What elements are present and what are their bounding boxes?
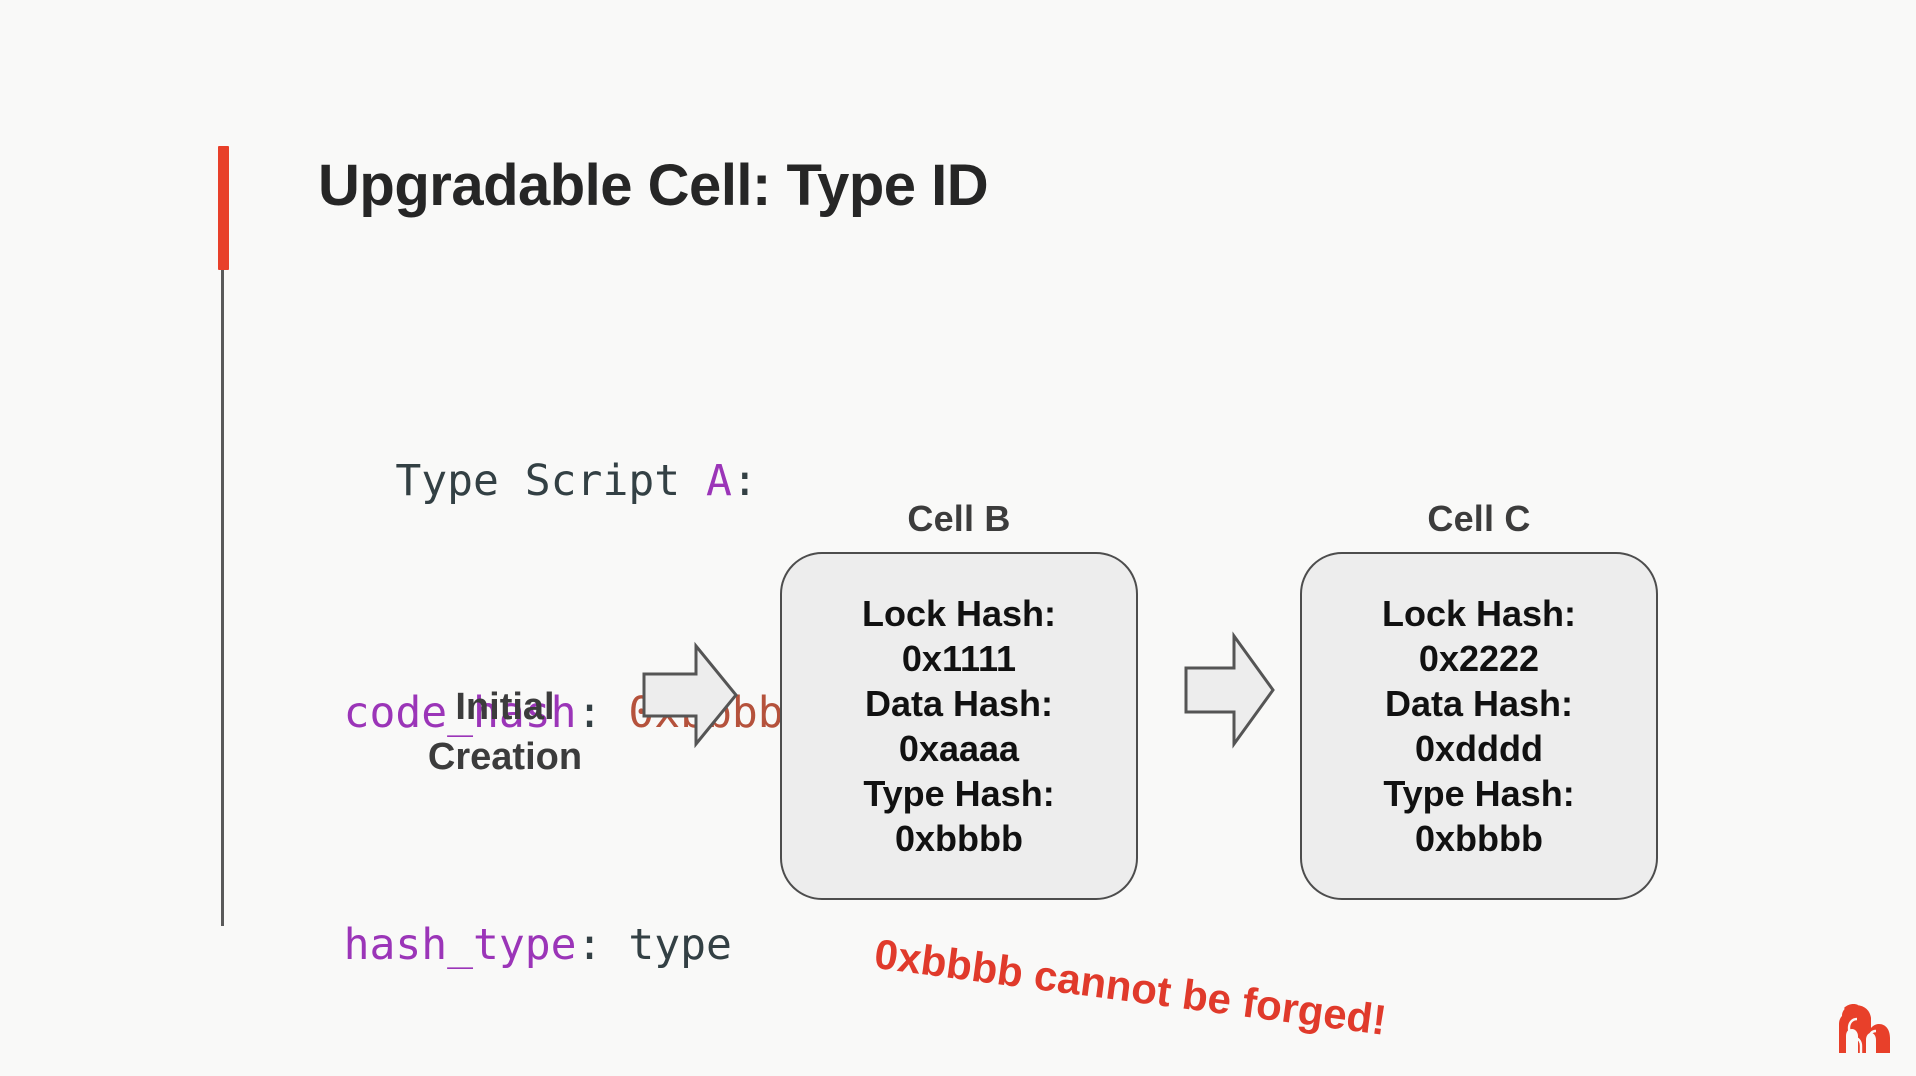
code-token-colon-2: : <box>576 688 629 738</box>
code-token-colon-1: : <box>731 456 758 506</box>
cell-b-lock-hash-label: Lock Hash: <box>861 593 1057 634</box>
page-title: Upgradable Cell: Type ID <box>318 153 989 218</box>
forge-warning-annotation: 0xbbbb cannot be forged! <box>871 930 1390 1044</box>
cell-c-type-hash-label: Type Hash: <box>1383 773 1575 814</box>
cell-c-group: Cell C Lock Hash: 0x2222 Data Hash: 0xdd… <box>1300 498 1658 900</box>
cell-b-lock-hash-value: 0x1111 <box>901 638 1017 679</box>
vertical-divider-line <box>221 270 224 926</box>
cell-b-data-hash-value: 0xaaaa <box>898 728 1020 769</box>
cell-b-group: Cell B Lock Hash: 0x1111 Data Hash: 0xaa… <box>780 498 1138 900</box>
cell-b-type-hash-value: 0xbbbb <box>894 818 1023 859</box>
cell-c-data-hash-label: Data Hash: <box>1384 683 1574 724</box>
cell-c-title: Cell C <box>1427 498 1531 539</box>
code-token-hash-type-key: hash_type <box>343 920 577 970</box>
cell-b-data-hash-label: Data Hash: <box>864 683 1054 724</box>
arrow-initial-to-cell-b-icon <box>640 640 740 755</box>
cell-c-type-hash-value: 0xbbbb <box>1414 818 1543 859</box>
code-block: Type Script A: code_hash: 0xbbbb hash_ty… <box>240 278 784 1076</box>
cell-c-data-hash-value: 0xdddd <box>1414 728 1543 769</box>
code-line-1: Type Script A: <box>240 394 784 568</box>
initial-creation-line-1: Initial <box>455 686 555 728</box>
cell-c-lock-hash-value: 0x2222 <box>1418 638 1540 679</box>
cell-c-box: Lock Hash: 0x2222 Data Hash: 0xdddd Type… <box>1300 552 1658 900</box>
cell-b-type-hash-label: Type Hash: <box>863 773 1055 814</box>
initial-creation-label: Initial Creation <box>400 682 610 782</box>
code-token-type-script: Type Script <box>395 456 707 506</box>
code-line-3: hash_type: type <box>240 916 784 1032</box>
nervos-gorilla-logo-icon <box>1836 1002 1894 1065</box>
code-token-code-hash-key: code_hash <box>343 688 577 738</box>
cell-b-title: Cell B <box>907 498 1011 539</box>
accent-bar <box>218 146 229 270</box>
code-token-colon-3: : <box>576 920 629 970</box>
cell-b-box: Lock Hash: 0x1111 Data Hash: 0xaaaa Type… <box>780 552 1138 900</box>
cell-c-lock-hash-label: Lock Hash: <box>1381 593 1577 634</box>
code-token-script-name: A <box>706 456 732 506</box>
arrow-cell-b-to-cell-c-icon <box>1182 630 1277 755</box>
code-token-hash-type-value: type <box>628 920 732 970</box>
initial-creation-line-2: Creation <box>427 736 583 778</box>
